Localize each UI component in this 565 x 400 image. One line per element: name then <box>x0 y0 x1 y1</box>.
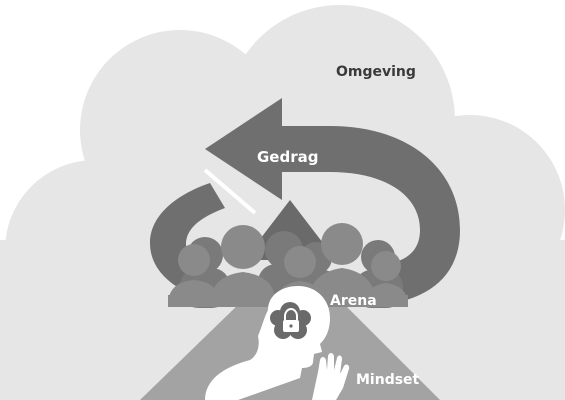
arrow-tail <box>150 183 225 297</box>
behavior-arrow <box>150 98 460 305</box>
environment-label: Omgeving <box>336 64 416 80</box>
raised-hand-icon <box>312 353 350 400</box>
thought-cloud-icon <box>270 302 311 339</box>
arrow-head <box>205 98 305 200</box>
padlock-icon <box>283 307 299 332</box>
behavior-label: Gedrag <box>257 148 319 166</box>
arrow-loop <box>300 126 460 305</box>
mindset-label: Mindset <box>356 372 420 388</box>
arena-label: Arena <box>330 293 377 309</box>
